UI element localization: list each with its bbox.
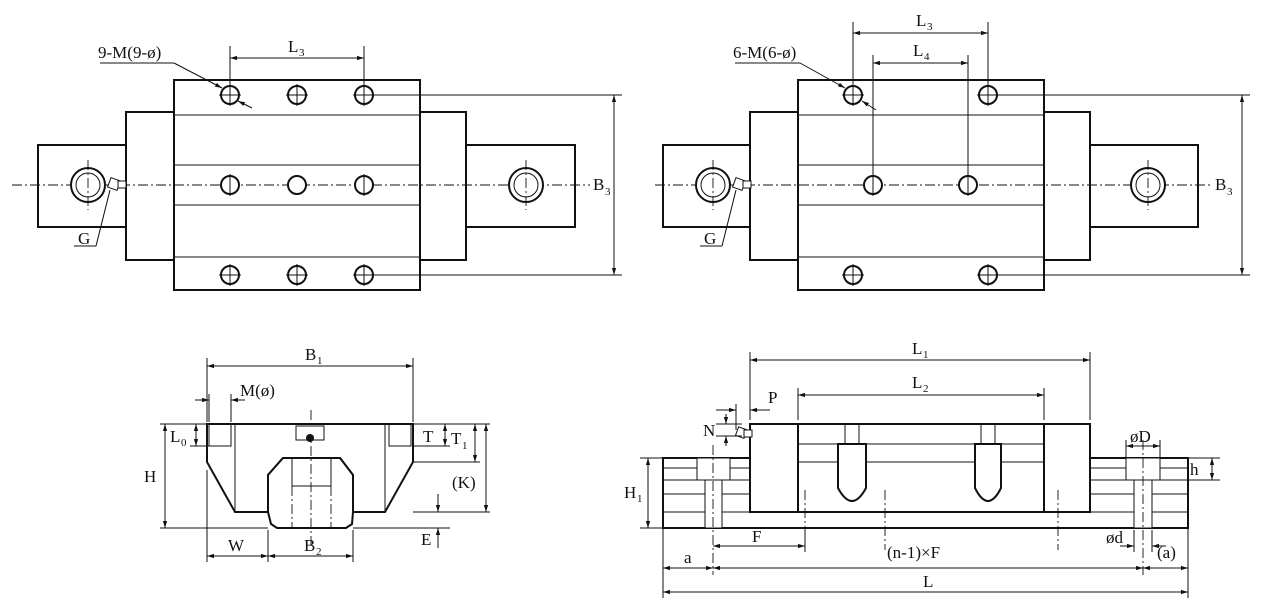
mounting-hole-icon bbox=[219, 84, 241, 106]
l0-subscript: 0 bbox=[181, 437, 187, 449]
end-cap-right-b bbox=[1043, 111, 1091, 261]
rail-cross-section bbox=[267, 457, 354, 529]
g-label: G bbox=[78, 229, 90, 248]
a-paren-label: (a) bbox=[1157, 543, 1176, 562]
a-label: a bbox=[684, 548, 692, 567]
od-label: øD bbox=[1130, 427, 1151, 446]
bolt-slot-icon bbox=[974, 443, 1002, 502]
end-seal-b bbox=[1043, 423, 1091, 513]
d-label: ød bbox=[1106, 528, 1124, 547]
side-view: L 1 L 2 P N øD h H 1 bbox=[624, 339, 1220, 598]
b1-subscript: 1 bbox=[317, 355, 323, 367]
k-label: (K) bbox=[452, 473, 476, 492]
l3-label-right: L bbox=[916, 11, 926, 30]
end-cap-left-b bbox=[419, 111, 467, 261]
b1-label: B bbox=[305, 345, 316, 364]
bolt-slot-icon bbox=[837, 443, 867, 502]
rail-hole-icon bbox=[1130, 160, 1166, 210]
grease-nipple-icon bbox=[731, 176, 752, 192]
g-label-right: G bbox=[704, 229, 716, 248]
mounting-hole-icon bbox=[354, 174, 374, 196]
l2-label: L bbox=[912, 373, 922, 392]
l1-subscript: 1 bbox=[923, 349, 929, 361]
end-cap-right-a bbox=[749, 111, 799, 261]
h1-subscript: 1 bbox=[637, 493, 643, 505]
mounting-hole-icon bbox=[286, 264, 308, 286]
t1-subscript: 1 bbox=[462, 440, 468, 452]
h-small-label: h bbox=[1190, 460, 1199, 479]
l4-subscript: 4 bbox=[924, 51, 930, 63]
end-seal-a bbox=[749, 423, 799, 513]
l4-label: L bbox=[913, 41, 923, 60]
rail-hole-icon bbox=[70, 160, 106, 210]
mounting-hole-icon bbox=[842, 264, 864, 286]
m-label: M(ø) bbox=[240, 381, 275, 400]
l2-subscript: 2 bbox=[923, 383, 929, 395]
rail-hole-icon bbox=[695, 160, 731, 210]
front-view: B 1 M(ø) L 0 H T T 1 (K) E bbox=[144, 345, 490, 562]
w-label: W bbox=[228, 536, 245, 555]
counterbore-icon bbox=[696, 457, 731, 481]
grease-nipple-icon bbox=[106, 176, 127, 192]
mounting-hole-icon bbox=[286, 84, 308, 106]
b2-label: B bbox=[304, 536, 315, 555]
n-label: N bbox=[703, 421, 715, 440]
block-side bbox=[797, 423, 1045, 513]
b3-subscript: 3 bbox=[605, 186, 611, 198]
mounting-hole-icon bbox=[219, 264, 241, 286]
mounting-hole-icon bbox=[220, 174, 240, 196]
l3-label: L bbox=[288, 37, 298, 56]
rail-hole-icon bbox=[508, 160, 544, 210]
nf-label: (n-1)×F bbox=[887, 543, 940, 562]
l-label: L bbox=[923, 572, 933, 591]
top-left-view: L 3 9-M(9-ø) B 3 G bbox=[12, 37, 622, 291]
h-label: H bbox=[144, 467, 156, 486]
holes-count-label-right: 6-M(6-ø) bbox=[733, 43, 796, 62]
mounting-holes bbox=[219, 84, 375, 286]
l0-label: L bbox=[170, 427, 180, 446]
mounting-hole-icon bbox=[863, 174, 883, 196]
mounting-hole-icon bbox=[287, 175, 307, 195]
h1-label: H bbox=[624, 483, 636, 502]
holes-count-label: 9-M(9-ø) bbox=[98, 43, 161, 62]
p-label: P bbox=[768, 388, 777, 407]
b2-subscript: 2 bbox=[316, 546, 322, 558]
grease-fitting-icon bbox=[295, 425, 325, 442]
threaded-hole-icon bbox=[208, 423, 232, 447]
f-label: F bbox=[752, 527, 761, 546]
l3-subscript: 3 bbox=[299, 47, 305, 59]
t-label: T bbox=[423, 427, 434, 446]
b3-subscript-right: 3 bbox=[1227, 186, 1233, 198]
t1-label: T bbox=[451, 429, 462, 448]
threaded-hole-icon bbox=[388, 423, 412, 447]
l3-subscript-right: 3 bbox=[927, 21, 933, 33]
mounting-hole-icon bbox=[958, 174, 978, 196]
b3-label-right: B bbox=[1215, 175, 1226, 194]
b3-label: B bbox=[593, 175, 604, 194]
top-right-view: L 3 L 4 6-M(6-ø) B 3 G bbox=[655, 11, 1250, 291]
l1-label: L bbox=[912, 339, 922, 358]
e-label: E bbox=[421, 530, 431, 549]
end-cap-left-a bbox=[125, 111, 175, 261]
